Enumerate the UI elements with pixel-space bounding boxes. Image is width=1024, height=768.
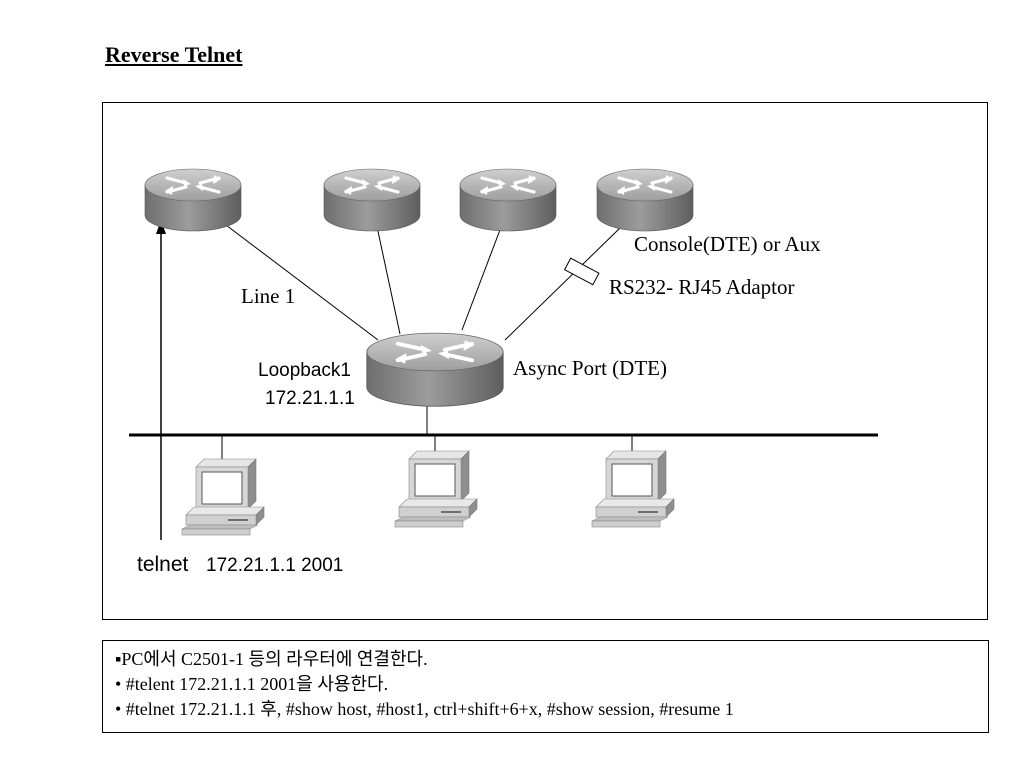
router-icon-4 — [595, 167, 695, 233]
label-async-port: Async Port (DTE) — [513, 356, 667, 380]
router-links — [221, 221, 621, 341]
page-title: Reverse Telnet — [105, 42, 243, 67]
link-router4 — [504, 227, 621, 341]
router-icon-central — [367, 333, 503, 406]
link-router2 — [375, 221, 401, 335]
note-item: • #telnet 172.21.1.1 후, #show host, #hos… — [115, 699, 734, 719]
pc-icon-1 — [181, 458, 265, 536]
notes-box: ▪PC에서 C2501-1 등의 라우터에 연결한다. • #telent 17… — [102, 640, 989, 733]
label-telnet-args: 172.21.1.1 2001 — [206, 555, 343, 576]
note-item: • #telent 172.21.1.1 2001을 사용한다. — [115, 674, 389, 694]
link-line1 — [221, 221, 379, 341]
label-loopback-ip: 172.21.1.1 — [265, 388, 355, 409]
adaptor-icon — [563, 257, 600, 286]
label-console: Console(DTE) or Aux — [634, 232, 821, 256]
router-icon-3 — [458, 167, 558, 233]
pc-icon-2 — [394, 450, 478, 528]
note-item: ▪PC에서 C2501-1 등의 라우터에 연결한다. — [115, 649, 428, 669]
label-line1: Line 1 — [241, 284, 295, 308]
pc-icon-3 — [591, 450, 675, 528]
label-telnet-cmd: telnet — [137, 553, 189, 576]
router-icon-2 — [322, 167, 422, 233]
link-router3 — [461, 221, 504, 331]
router-icon-1 — [143, 167, 243, 233]
label-loopback-name: Loopback1 — [258, 360, 351, 381]
diagram-frame — [102, 102, 988, 620]
label-adaptor: RS232- RJ45 Adaptor — [609, 275, 795, 299]
